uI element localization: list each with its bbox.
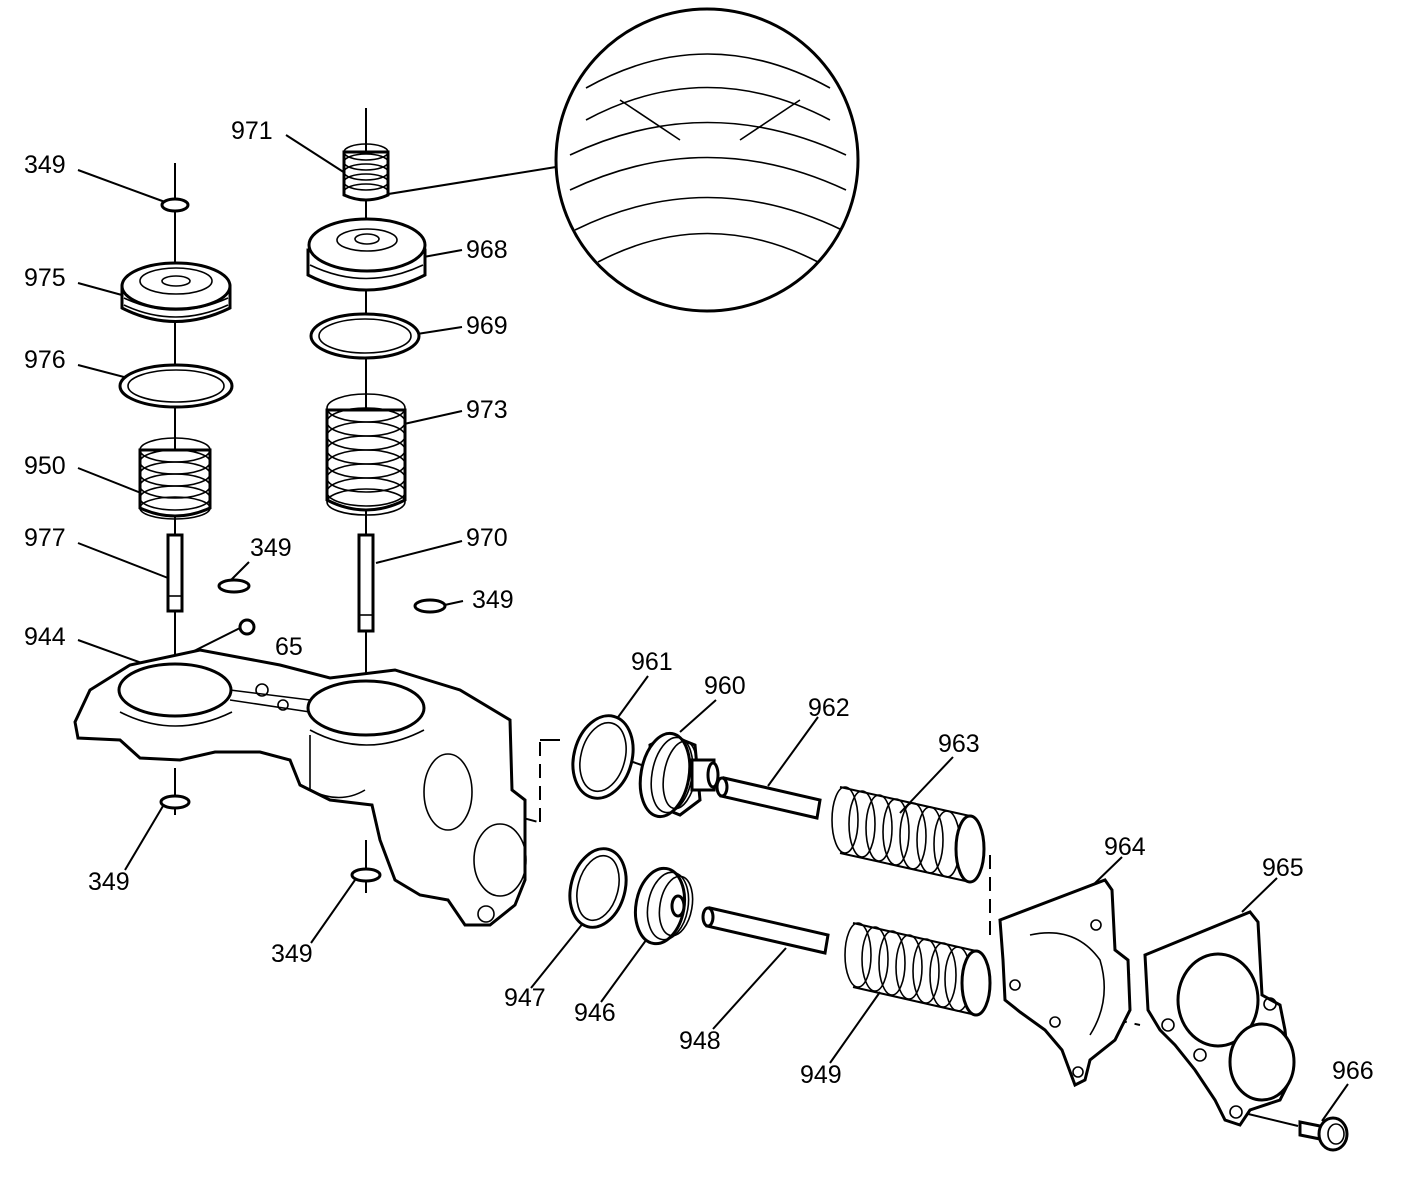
pin-962 — [715, 776, 822, 820]
callout-944: 944 — [24, 623, 66, 651]
callout-970: 970 — [466, 524, 508, 552]
valve-body-944 — [73, 648, 527, 927]
callout-971: 971 — [231, 117, 273, 145]
callout-349-mid-left: 349 — [250, 534, 292, 562]
callout-947: 947 — [504, 984, 546, 1012]
callout-349-bottom-center: 349 — [271, 940, 313, 968]
piston-960 — [638, 731, 720, 819]
washer-349-mid-left — [217, 578, 251, 594]
piston-975 — [120, 261, 232, 323]
spring-950 — [138, 437, 212, 520]
spring-963 — [831, 786, 986, 884]
callout-964: 964 — [1104, 833, 1146, 861]
leader-lines — [77, 134, 1349, 1122]
gasket-964 — [998, 878, 1132, 1088]
callout-963: 963 — [938, 730, 980, 758]
cover-965 — [1143, 910, 1296, 1127]
callout-973: 973 — [466, 396, 508, 424]
callout-976: 976 — [24, 346, 66, 374]
callout-950: 950 — [24, 452, 66, 480]
seal-ring-976 — [118, 363, 234, 409]
spring-971 — [342, 143, 390, 202]
pin-948 — [701, 906, 830, 955]
callout-948: 948 — [679, 1027, 721, 1055]
callout-961: 961 — [631, 648, 673, 676]
callout-969: 969 — [466, 312, 508, 340]
callout-65: 65 — [275, 633, 303, 661]
washer-349-top-left — [160, 197, 190, 213]
seal-ring-969 — [309, 312, 421, 360]
callout-349-bottom-left: 349 — [88, 868, 130, 896]
pin-970 — [357, 533, 375, 633]
washer-349-bottom-left — [159, 794, 191, 810]
piston-946 — [633, 866, 694, 946]
callout-968: 968 — [466, 236, 508, 264]
callout-962: 962 — [808, 694, 850, 722]
seal-ring-947 — [568, 847, 628, 929]
pin-977 — [166, 533, 184, 613]
magnified-spring-detail — [554, 7, 860, 313]
washer-349-mid-right — [413, 598, 447, 614]
callout-949: 949 — [800, 1061, 842, 1089]
callout-946: 946 — [574, 999, 616, 1027]
callout-966: 966 — [1332, 1057, 1374, 1085]
callout-977: 977 — [24, 524, 66, 552]
spring-949 — [844, 922, 992, 1017]
callout-975: 975 — [24, 264, 66, 292]
callout-960: 960 — [704, 672, 746, 700]
bolt-966 — [1298, 1116, 1349, 1152]
callout-349-mid-right: 349 — [472, 586, 514, 614]
callout-349-top-left: 349 — [24, 151, 66, 179]
ball-65 — [238, 618, 256, 636]
washer-349-bottom-center — [350, 867, 382, 883]
spring-973 — [325, 393, 407, 516]
piston-968 — [306, 217, 427, 292]
callout-labels: 349 975 976 950 977 349 944 65 349 971 9… — [24, 117, 1374, 1089]
seal-ring-961 — [571, 714, 635, 800]
callout-965: 965 — [1262, 854, 1304, 882]
